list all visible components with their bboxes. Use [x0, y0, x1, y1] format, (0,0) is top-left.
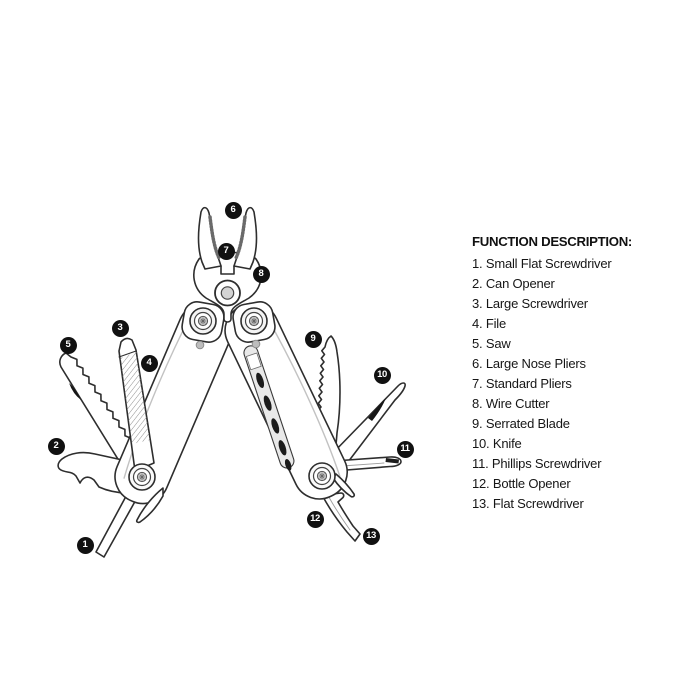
legend-list: 1. Small Flat Screwdriver 2. Can Opener 3.…: [472, 254, 682, 514]
legend-item-9: 9. Serrated Blade: [472, 416, 570, 431]
legend-item-1: 1. Small Flat Screwdriver: [472, 256, 612, 271]
right-tool-pivot-screw: [308, 462, 336, 490]
legend-item-4: 4. File: [472, 316, 507, 331]
jaw-pivot-screw: [214, 279, 241, 307]
wire-cutter-notch: [220, 265, 235, 275]
file-tool: [118, 337, 155, 472]
callout-13: 13: [362, 527, 380, 545]
callout-7: 7: [217, 242, 235, 260]
callout-11: 11: [396, 440, 414, 458]
callout-3: 3: [111, 319, 129, 337]
right-handle-pivot-screw: [240, 307, 268, 335]
left-tool-pivot-screw: [128, 463, 156, 491]
left-handle-pivot-screw: [189, 307, 217, 335]
left-handle-tail: [135, 487, 164, 524]
legend-item-10: 10. Knife: [472, 436, 522, 451]
legend-item-3: 3. Large Screwdriver: [472, 296, 588, 311]
callout-5: 5: [59, 336, 77, 354]
legend-item-13: 13. Flat Screwdriver: [472, 496, 584, 511]
callout-1: 1: [76, 536, 94, 554]
right-handle-slot: [243, 345, 295, 471]
callout-12: 12: [306, 510, 324, 528]
legend-item-6: 6. Large Nose Pliers: [472, 356, 586, 371]
callout-10: 10: [373, 366, 391, 384]
legend-title: FUNCTION DESCRIPTION:: [472, 234, 633, 249]
legend-item-11: 11. Phillips Screwdriver: [472, 456, 602, 471]
right-handle-tail: [332, 473, 356, 498]
callout-2: 2: [47, 437, 65, 455]
callout-6: 6: [224, 201, 242, 219]
legend-item-2: 2. Can Opener: [472, 276, 555, 291]
phillips-screwdriver-tool: [333, 456, 402, 472]
legend-item-5: 5. Saw: [472, 336, 511, 351]
callout-9: 9: [304, 330, 322, 348]
legend-item-12: 12. Bottle Opener: [472, 476, 571, 491]
legend-item-8: 8. Wire Cutter: [472, 396, 550, 411]
left-handle-rivet: [195, 340, 205, 350]
right-handle-rivet: [251, 339, 261, 349]
function-legend: FUNCTION DESCRIPTION: 1. Small Flat Scre…: [472, 235, 682, 514]
callout-8: 8: [252, 265, 270, 283]
pliers-jaws: [197, 206, 258, 275]
legend-item-7: 7. Standard Pliers: [472, 376, 572, 391]
callout-4: 4: [140, 354, 158, 372]
